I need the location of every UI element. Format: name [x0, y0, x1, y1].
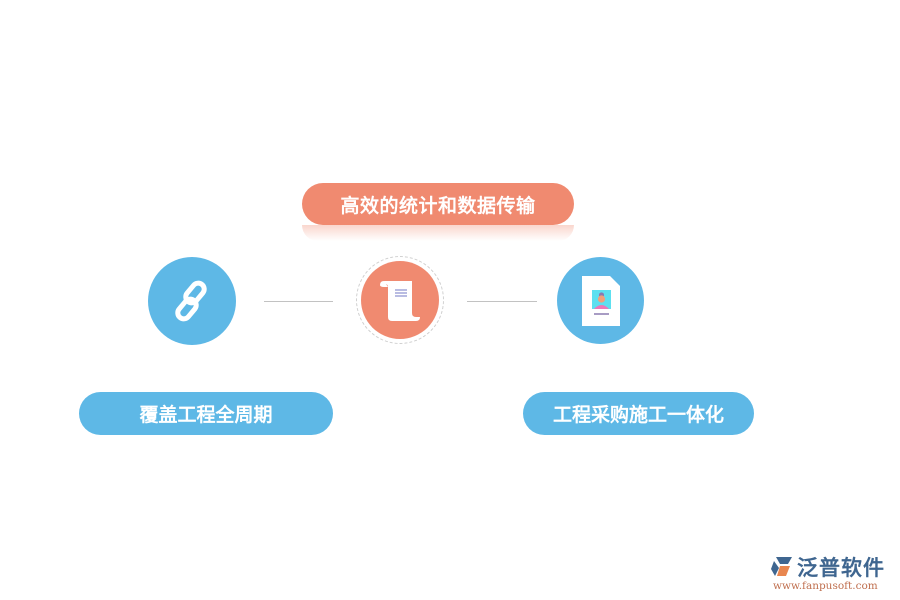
node-scroll-ring — [356, 256, 444, 344]
fanpu-logo-icon — [771, 557, 792, 576]
node-profile — [557, 257, 644, 344]
connector-line-left — [264, 301, 333, 302]
right-label-text: 工程采购施工一体化 — [552, 404, 724, 426]
connector-line-right — [467, 301, 537, 302]
profile-document-icon — [581, 275, 620, 326]
watermark-brand: 泛普软件 — [797, 556, 885, 580]
node-link — [148, 257, 236, 345]
node-scroll — [361, 261, 439, 339]
top-label-reflection — [302, 225, 574, 241]
left-label-text: 覆盖工程全周期 — [139, 404, 273, 426]
top-label: 高效的统计和数据传输 — [302, 183, 574, 225]
top-label-text: 高效的统计和数据传输 — [340, 194, 536, 217]
right-label: 工程采购施工一体化 — [523, 392, 754, 435]
watermark-logo: 泛普软件 www.fanpusoft.com — [770, 552, 895, 592]
watermark-url: www.fanpusoft.com — [773, 580, 878, 592]
left-label: 覆盖工程全周期 — [79, 392, 333, 435]
link-chain-icon — [175, 280, 207, 322]
scroll-document-icon — [380, 281, 420, 321]
